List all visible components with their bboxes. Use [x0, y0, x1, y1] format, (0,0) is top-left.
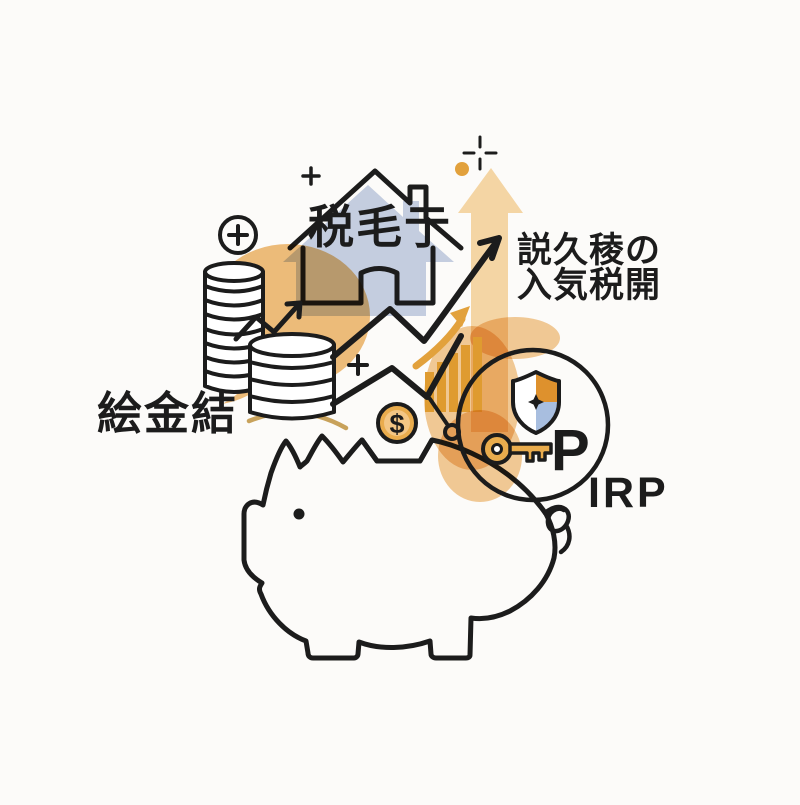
headline-line2: 入気税開: [517, 266, 661, 305]
bar: [437, 362, 446, 412]
pension-letter: P: [551, 418, 590, 483]
coin-stack-top: [248, 332, 336, 358]
house-wall-outline: [300, 245, 436, 306]
coin-stack-top: [203, 261, 265, 283]
coin-ring: [384, 410, 410, 436]
shield-bottom-right: [536, 402, 559, 433]
bar: [461, 345, 470, 412]
house-roof-outline: [287, 168, 464, 251]
plus-circle-bg: [218, 215, 258, 255]
coin-stack-short-icon: [248, 332, 336, 421]
coins-zigzag-arrow-icon: [233, 300, 303, 342]
headline-line1: 説久稜の: [517, 231, 661, 270]
coin-stack-sides: [248, 343, 336, 421]
trend-zigzag-arrow-icon: [330, 333, 464, 407]
plus-circle-icon: [218, 215, 258, 255]
house-label: 税毛亍: [308, 201, 452, 253]
shield-outline: [511, 370, 561, 435]
coin-icon: $: [376, 402, 418, 444]
coin-currency: $: [389, 409, 404, 439]
irp-badge: P: [455, 347, 611, 503]
plus-icon: [301, 166, 321, 186]
plus-glyph: [227, 224, 249, 246]
bar: [449, 353, 458, 412]
eye-icon: [293, 508, 305, 520]
coin-slot: [359, 437, 435, 464]
small-curved-arrow-icon: [412, 306, 470, 370]
shield-star: [528, 394, 544, 410]
up-arrow-head: [458, 168, 523, 213]
piggy-body: [241, 433, 558, 661]
key-hole: [491, 443, 503, 455]
tail-icon: [542, 504, 572, 555]
sparkle-icon: [462, 135, 498, 171]
plus-icon: [347, 354, 369, 376]
small-arrow-head: [450, 306, 470, 327]
sparkle-lines: [462, 135, 498, 171]
piggy-bank-icon: [241, 433, 572, 661]
shield-icon: [511, 370, 561, 435]
dot-icon: [455, 162, 469, 176]
key-icon: [481, 433, 553, 465]
coin-stack-sides: [203, 270, 265, 394]
key-shaft: [508, 442, 553, 463]
account-label: IRP: [588, 469, 669, 517]
irp-circle: [455, 347, 611, 503]
growth-curve-arrow-icon: [330, 235, 502, 360]
deposit-label: 絵金結: [97, 388, 238, 439]
connector-line: [428, 397, 449, 426]
